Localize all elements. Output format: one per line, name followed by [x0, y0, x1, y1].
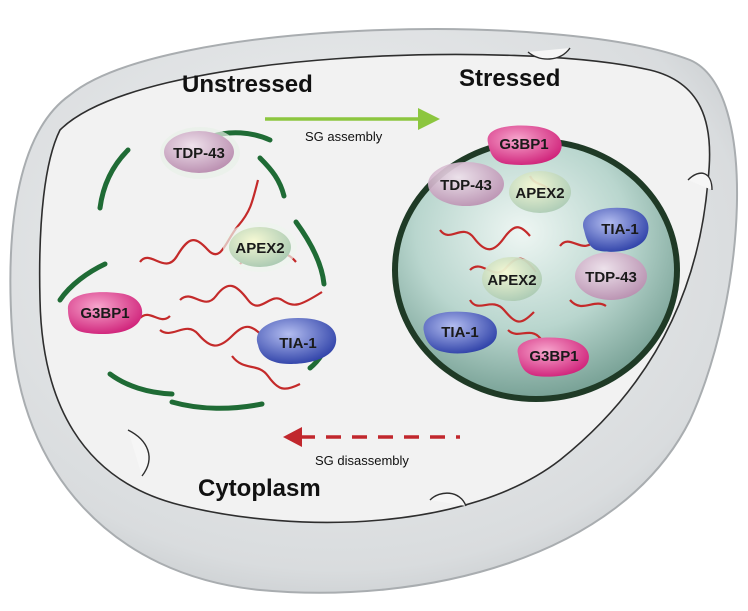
stressed-tia1-left-label: TIA-1 [441, 324, 479, 341]
unstressed-g3bp1: G3BP1 [67, 292, 143, 335]
sg-disassembly-label: SG disassembly [315, 453, 409, 468]
stressed-apex2-top-label: APEX2 [515, 185, 564, 202]
stressed-label: Stressed [459, 65, 560, 92]
stressed-tdp43-right-label: TDP-43 [585, 269, 637, 286]
sg-assembly-arrow [265, 108, 440, 130]
stressed-g3bp1-bottom: G3BP1 [517, 337, 589, 377]
stressed-apex2-center-label: APEX2 [487, 272, 536, 289]
stressed-tia1-right-label: TIA-1 [601, 221, 639, 238]
unstressed-apex2-label: APEX2 [235, 240, 284, 257]
stressed-apex2-center: APEX2 [482, 257, 542, 301]
unstressed-tdp43: TDP-43 [160, 127, 240, 179]
unstressed-label: Unstressed [182, 71, 313, 98]
sg-disassembly-arrow [283, 427, 460, 447]
cytoplasm-label: Cytoplasm [198, 475, 321, 502]
stressed-tdp43-right: TDP-43 [575, 252, 647, 300]
stressed-tia1-left: TIA-1 [423, 311, 497, 354]
sg-assembly-label: SG assembly [305, 129, 383, 144]
unstressed-tdp43-label: TDP-43 [173, 145, 225, 162]
stressed-g3bp1-top-label: G3BP1 [499, 136, 548, 153]
stressed-tia1-right: TIA-1 [583, 207, 649, 252]
stressed-tdp43-left-label: TDP-43 [440, 177, 492, 194]
stressed-apex2-top: APEX2 [509, 171, 571, 213]
stressed-g3bp1-top: G3BP1 [487, 125, 562, 165]
unstressed-tia1: TIA-1 [256, 318, 337, 364]
unstressed-apex2: APEX2 [223, 222, 297, 272]
unstressed-g3bp1-label: G3BP1 [80, 305, 129, 322]
unstressed-tia1-label: TIA-1 [279, 335, 317, 352]
stressed-tdp43-left: TDP-43 [428, 162, 504, 206]
stressed-g3bp1-bottom-label: G3BP1 [529, 348, 578, 365]
